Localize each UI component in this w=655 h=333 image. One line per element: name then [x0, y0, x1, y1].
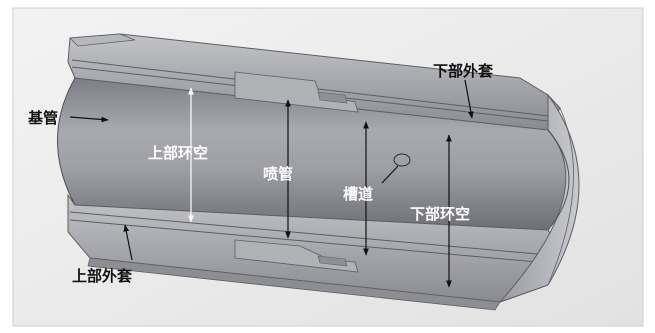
- label-base-pipe: 基管: [27, 109, 58, 127]
- leader-lines: [69, 79, 474, 288]
- pipe-body: [57, 33, 580, 311]
- label-nozzle: 喷管: [263, 165, 293, 183]
- label-groove: 槽道: [343, 185, 373, 203]
- label-upper-annulus: 上部环空: [148, 144, 208, 162]
- label-upper-sleeve: 上部外套: [72, 267, 133, 285]
- label-lower-annulus: 下部环空: [410, 205, 470, 223]
- groove-hole: [393, 153, 411, 167]
- label-lower-sleeve: 下部外套: [433, 62, 494, 80]
